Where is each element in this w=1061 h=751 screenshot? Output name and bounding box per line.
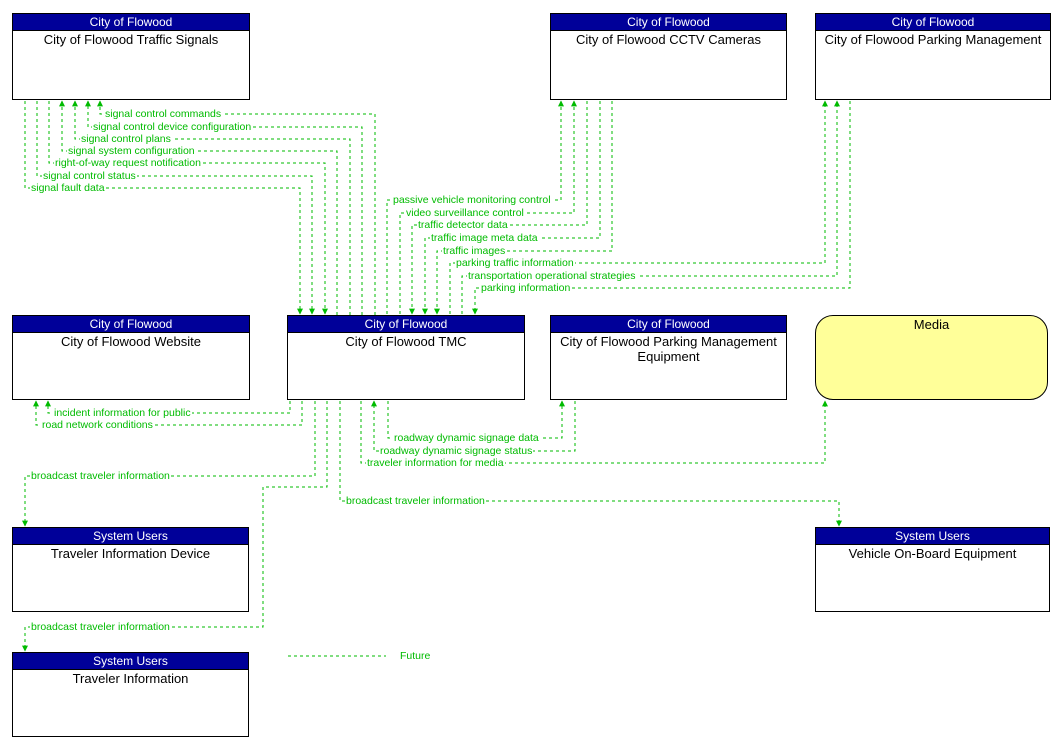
box-traffic-signals-header: City of Flowood [13,14,249,31]
box-media-terminator: Media [815,315,1048,400]
flow-label-right-of-way-request-notification: right-of-way request notification [54,157,202,169]
flow-line-traffic-images [434,101,613,315]
flow-label-signal-control-plans: signal control plans [80,133,172,145]
flow-label-traveler-information-for-media: traveler information for media [366,457,505,469]
box-parking-management-label: City of Flowood Parking Management [824,32,1042,47]
flow-label-broadcast-traveler-information-device: broadcast traveler information [30,470,171,482]
box-parking-management-equipment: City of Flowood City of Flowood Parking … [550,315,787,400]
box-parking-management-equipment-label: City of Flowood Parking Management Equip… [560,334,777,364]
flow-label-transportation-operational-strategies: transportation operational strategies [467,270,637,282]
flow-label-passive-vehicle-monitoring-control: passive vehicle monitoring control [392,194,552,206]
box-website-label: City of Flowood Website [61,334,201,349]
flow-line-parking-information [472,101,851,315]
box-media-header: Media [913,317,950,332]
legend-future-label: Future [399,650,432,662]
flow-line-broadcast-traveler-information-vehicle [339,401,842,527]
flow-line-roadway-dynamic-signage-data [387,400,565,439]
flow-label-traffic-image-meta-data: traffic image meta data [430,232,539,244]
flow-label-roadway-dynamic-signage-data: roadway dynamic signage data [393,432,540,444]
flow-label-road-network-conditions: road network conditions [41,419,154,431]
flow-label-signal-control-device-configuration: signal control device configuration [92,121,253,133]
box-traffic-signals-label: City of Flowood Traffic Signals [43,32,219,47]
box-website-header: City of Flowood [13,316,249,333]
box-vehicle-on-board-equipment-label: Vehicle On-Board Equipment [848,546,1017,561]
box-tmc-header: City of Flowood [288,316,524,333]
flow-line-signal-system-configuration [59,100,338,315]
box-traveler-information: System Users Traveler Information [12,652,249,737]
flow-line-transportation-operational-strategies [461,100,840,314]
flow-label-incident-information-for-public: incident information for public [53,407,192,419]
box-traveler-information-header: System Users [13,653,248,670]
flow-label-signal-fault-data: signal fault data [30,182,106,194]
flow-label-video-surveillance-control: video surveillance control [405,207,525,219]
flow-line-signal-control-status [36,101,315,315]
flow-line-broadcast-traveler-information-device [22,401,316,527]
box-parking-management-header: City of Flowood [816,14,1050,31]
flow-line-broadcast-traveler-information-future [22,401,328,652]
flow-line-signal-control-plans [72,100,351,315]
flow-line-signal-fault-data [24,101,303,315]
box-tmc: City of Flowood City of Flowood TMC [287,315,525,400]
flow-label-roadway-dynamic-signage-status: roadway dynamic signage status [379,445,534,457]
flow-label-traffic-detector-data: traffic detector data [417,219,509,231]
box-cctv-cameras-header: City of Flowood [551,14,786,31]
box-traveler-information-device-label: Traveler Information Device [50,546,211,561]
box-traffic-signals: City of Flowood City of Flowood Traffic … [12,13,250,100]
flow-label-traffic-images: traffic images [442,245,507,257]
box-vehicle-on-board-equipment-header: System Users [816,528,1049,545]
flow-label-broadcast-traveler-information-vehicle: broadcast traveler information [345,495,486,507]
flow-line-signal-control-commands [97,100,376,315]
box-vehicle-on-board-equipment: System Users Vehicle On-Board Equipment [815,527,1050,612]
box-parking-management: City of Flowood City of Flowood Parking … [815,13,1051,100]
flow-line-traveler-information-for-media [360,400,828,464]
box-traveler-information-device: System Users Traveler Information Device [12,527,249,612]
flow-label-signal-system-configuration: signal system configuration [67,145,196,157]
flow-label-signal-control-commands: signal control commands [104,108,223,120]
flow-line-parking-traffic-information [449,100,828,314]
flow-line-road-network-conditions [33,400,303,426]
box-traveler-information-label: Traveler Information [72,671,189,686]
box-media-label [816,334,1047,335]
flow-label-parking-information: parking information [480,282,572,294]
flow-label-parking-traffic-information: parking traffic information [455,257,575,269]
box-traveler-information-device-header: System Users [13,528,248,545]
flow-label-broadcast-traveler-information-future: broadcast traveler information [30,621,171,633]
box-parking-management-equipment-header: City of Flowood [551,316,786,333]
box-cctv-cameras-label: City of Flowood CCTV Cameras [576,32,761,47]
box-cctv-cameras: City of Flowood City of Flowood CCTV Cam… [550,13,787,100]
flow-label-signal-control-status: signal control status [42,170,137,182]
box-website: City of Flowood City of Flowood Website [12,315,250,400]
box-tmc-label: City of Flowood TMC [345,334,467,349]
